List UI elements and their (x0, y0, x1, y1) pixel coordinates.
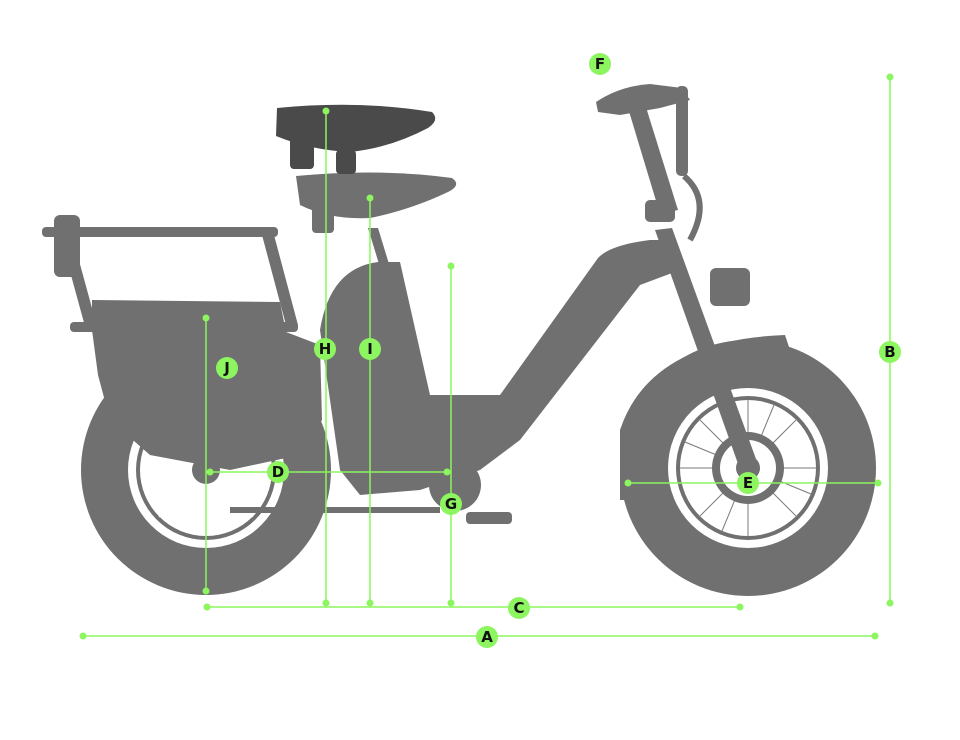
badge-c-label: C (513, 599, 524, 617)
badge-c: C (508, 597, 530, 619)
badge-a: A (476, 626, 498, 648)
badge-h: H (314, 338, 336, 360)
pedal (466, 512, 512, 524)
stem (628, 104, 678, 214)
fork (655, 228, 760, 475)
main-frame (320, 240, 680, 495)
badge-g-label: G (445, 495, 457, 513)
badge-d: D (267, 461, 289, 483)
saddle-high (276, 104, 436, 174)
dimension-badges: A B C D E F G H (216, 53, 901, 648)
badge-h-label: H (319, 340, 332, 358)
badge-i: I (359, 338, 381, 360)
badge-e: E (737, 472, 759, 494)
badge-j-label: J (223, 359, 230, 377)
badge-b-label: B (884, 343, 895, 361)
bike-silhouette (42, 84, 876, 596)
badge-a-label: A (481, 628, 493, 646)
seat-post (368, 228, 400, 300)
badge-d-label: D (272, 463, 284, 481)
badge-j: J (216, 357, 238, 379)
headlight (710, 268, 750, 306)
badge-g: G (440, 493, 462, 515)
badge-b: B (879, 341, 901, 363)
badge-f-label: F (595, 55, 605, 73)
badge-i-label: I (367, 340, 373, 358)
handlebar (596, 84, 690, 115)
badge-e-label: E (743, 474, 753, 492)
front-fender (620, 335, 790, 500)
saddle-low (296, 172, 457, 219)
badge-f: F (589, 53, 611, 75)
